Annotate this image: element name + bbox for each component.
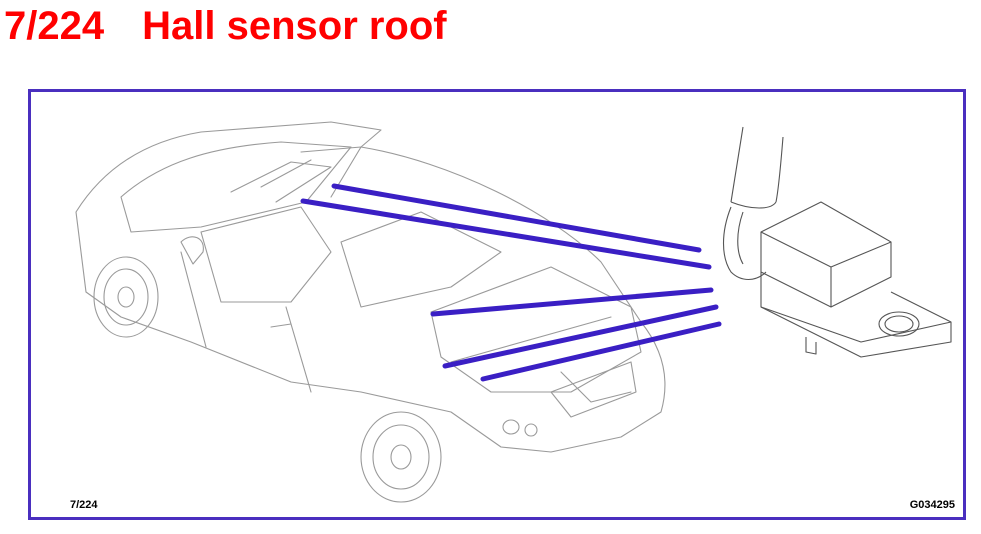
- diagram-svg: [75, 121, 952, 503]
- title-text: Hall sensor roof: [142, 4, 447, 48]
- pointer-line-2: [300, 198, 712, 270]
- figure-id: G034295: [909, 499, 955, 511]
- pointer-line-1: [331, 183, 702, 253]
- hall-sensor-detail: [723, 126, 952, 358]
- car-illustration: [75, 121, 666, 503]
- pointer-line-4: [442, 304, 719, 369]
- pointer-lines: [300, 183, 722, 382]
- pointer-line-3: [430, 287, 714, 317]
- figure-page-ref: 7/224: [70, 499, 98, 511]
- pointer-line-5: [480, 321, 722, 382]
- figure-frame: 7/224 G034295: [28, 89, 966, 520]
- page-title: 7/224 Hall sensor roof: [4, 2, 447, 50]
- page-number: 7/224: [4, 4, 105, 48]
